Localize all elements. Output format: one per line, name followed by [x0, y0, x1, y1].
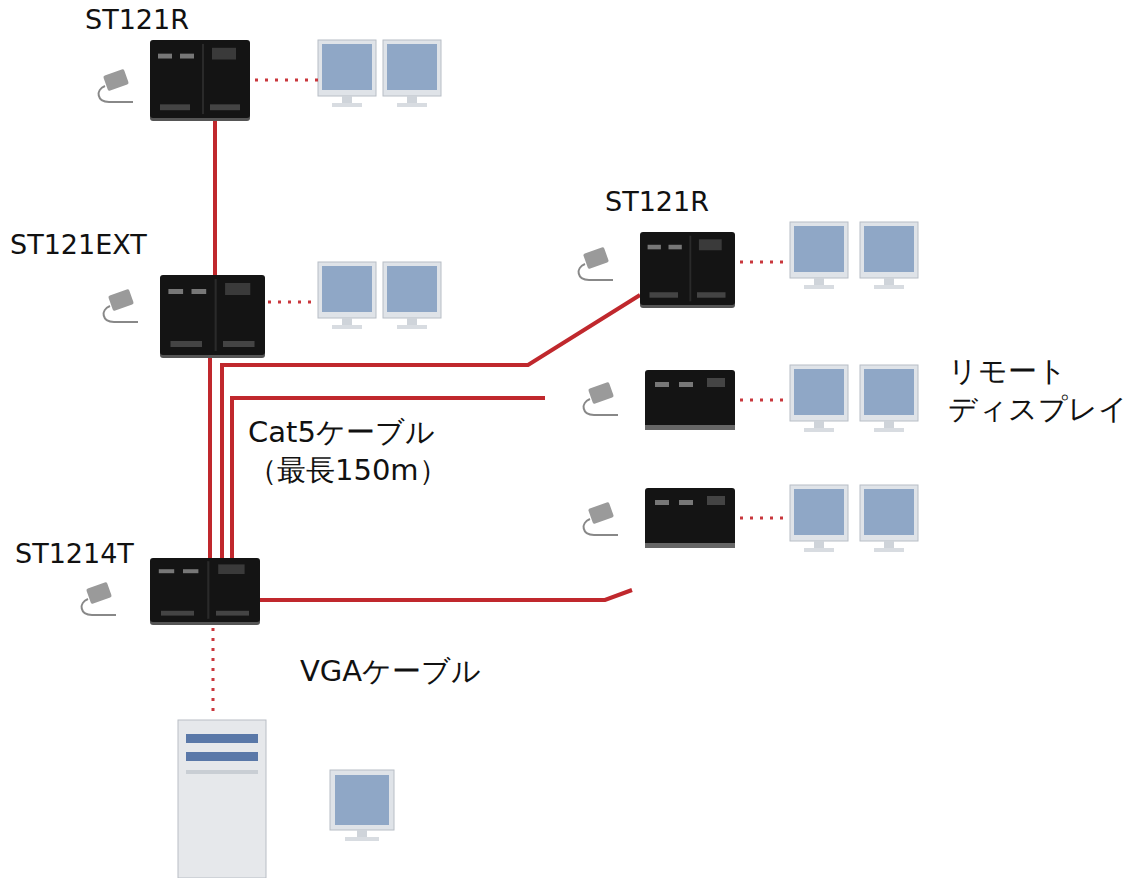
cat5-cable: [232, 398, 632, 600]
device-detail: [223, 341, 255, 347]
device-detail: [180, 54, 194, 59]
device-face: [160, 275, 265, 355]
cat5-cable: [208, 355, 212, 558]
device-detail: [216, 611, 249, 616]
device-detail: [183, 569, 198, 573]
video-dotted-line: [213, 80, 790, 718]
device-detail: [689, 236, 691, 302]
device-detail: [192, 289, 207, 294]
device-detail: [158, 54, 172, 59]
device-name: ST121EXT: [10, 229, 147, 260]
device-detail: [648, 245, 661, 250]
device-detail: [212, 48, 236, 60]
device-face: [150, 40, 250, 118]
monitor: [330, 770, 394, 841]
device-detail: [171, 341, 203, 347]
device-detail: [210, 104, 240, 110]
text-label: VGAケーブル: [300, 652, 560, 690]
power-adapter: [82, 69, 618, 615]
device-detail: [160, 104, 190, 110]
device-detail: [202, 44, 204, 114]
device-detail: [215, 279, 217, 351]
device-detail: [669, 245, 682, 250]
device-detail: [168, 289, 183, 294]
device-name: ST1214T: [15, 538, 134, 569]
device-box: ST121R: [150, 40, 250, 118]
device-name: ST121R: [605, 186, 709, 217]
cat5-cable: [213, 118, 217, 275]
device-box: ST1214T: [150, 558, 260, 622]
text-label: Cat5ケーブル （最長150m）: [248, 413, 488, 489]
computer-tower: [178, 720, 266, 878]
device-detail: [697, 292, 726, 297]
cat5-cable: [222, 295, 640, 558]
device-detail: [218, 564, 244, 574]
device-detail: [225, 283, 250, 295]
device-name: ST121R: [85, 4, 189, 35]
device-box: ST121EXT: [160, 275, 265, 355]
device-detail: [699, 239, 722, 250]
receiver-unit: [645, 370, 735, 548]
device-face: [640, 232, 735, 305]
device-detail: [650, 292, 679, 297]
text-label: リモート ディスプレイ: [948, 352, 1148, 428]
device-face: [150, 558, 260, 622]
device-box: ST121R: [640, 232, 735, 305]
device-detail: [161, 611, 194, 616]
device-detail: [159, 569, 174, 573]
device-detail: [207, 561, 209, 619]
